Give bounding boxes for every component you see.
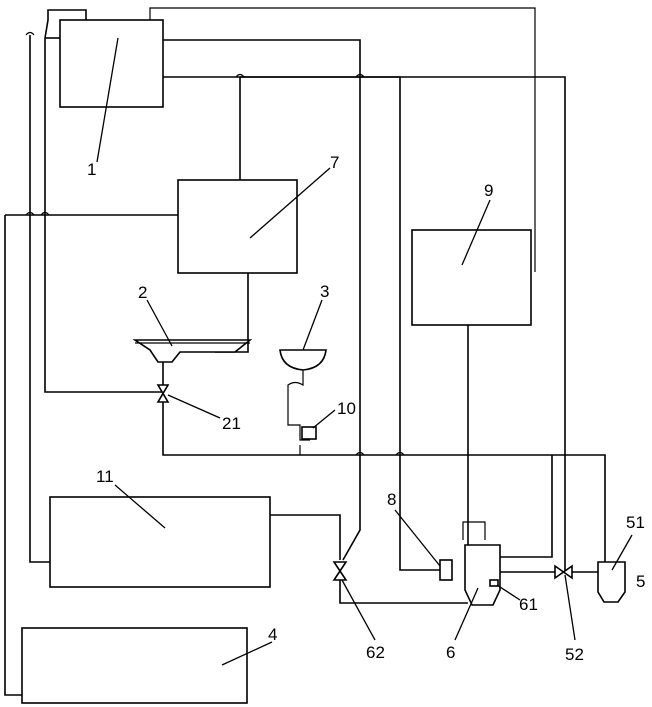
label-11: 11 [96,467,114,486]
valve-62 [332,561,348,581]
hose-3 [287,370,310,441]
label-4: 4 [268,625,277,644]
pipe-21-down [162,402,606,565]
label-51: 51 [626,513,645,532]
label-3: 3 [320,282,329,301]
label-5: 5 [636,572,645,591]
leader-10 [312,409,336,429]
pipe-11-to-62 [270,514,341,560]
pipe-6-loop [500,455,553,558]
unit-1-box [59,19,164,108]
unit-5-body [597,561,626,603]
label-62: 62 [366,643,385,662]
label-6: 6 [446,643,455,662]
sensor-10 [301,426,317,440]
crossing-b [25,211,35,216]
leader-8 [394,509,441,567]
label-7: 7 [330,153,339,172]
pipe-6-top [462,521,486,540]
device-8 [439,559,453,581]
leader-4 [221,641,273,666]
valve-21 [156,384,170,403]
leader-61 [496,584,521,601]
valve-52 [554,564,573,580]
unit-4-box [21,627,248,704]
crossing-e [355,73,365,78]
leader-9 [461,199,491,266]
leader-52 [564,574,576,641]
label-21: 21 [222,414,241,433]
label-61: 61 [519,595,538,614]
pipe-62-to-6 [339,580,468,604]
leader-6 [454,587,479,641]
crossing-d [235,73,245,78]
pipe-to-8 [240,76,440,571]
funnel-2 [132,339,253,363]
label-8: 8 [387,490,396,509]
pipe-left-inner-2 [44,38,163,393]
pipe-box1-right-upper [163,39,361,561]
crossing-g [395,451,405,456]
pipe-crossings [25,31,405,456]
leader-2 [146,299,173,347]
leader-1 [96,37,119,163]
crossing-f [355,451,365,456]
pipe-top-loop-left [44,9,87,39]
leader-7 [249,167,331,239]
label-2: 2 [138,283,147,302]
label-1: 1 [87,160,96,179]
valve-62-shape [332,561,348,581]
label-52: 52 [565,645,584,664]
crossing-c [40,211,50,216]
leader-21 [167,394,221,419]
labels: 1 7 9 2 3 10 21 11 8 51 5 61 62 6 52 4 [87,153,645,664]
pipe-top-loop [149,7,536,272]
unit-7-box [177,179,298,274]
leader-51 [611,534,633,571]
unit-11-box [49,496,271,588]
pipe-left-to-box7 [4,215,22,696]
unit-6 [464,544,501,606]
unit-9-box [411,229,532,326]
label-9: 9 [484,181,493,200]
label-10: 10 [337,399,356,418]
unit-61-port [489,579,499,587]
leader-lines [96,37,633,666]
pipe-left-outer [29,35,50,563]
pipe-network [4,7,606,696]
unit-6-body [464,544,501,606]
valve-52-shape [554,564,573,580]
leader-11 [114,484,166,529]
funnel-2-body [132,339,253,363]
leader-62 [341,579,376,641]
bowl-3 [279,349,327,371]
valve-21-shape [156,384,170,403]
crossing-a [25,31,35,36]
leader-3 [302,299,323,351]
